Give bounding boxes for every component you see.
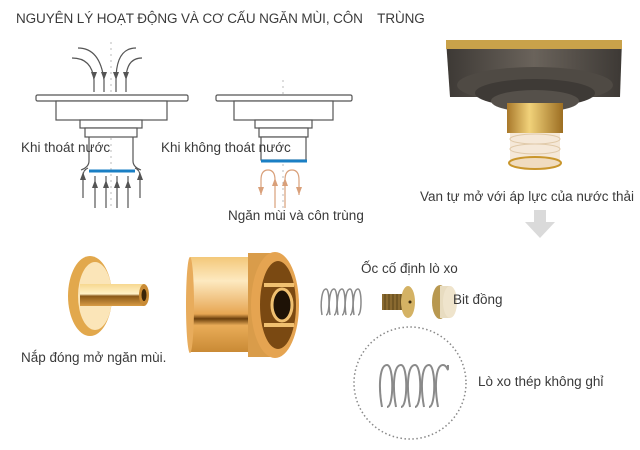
spring-label: Lò xo thép không ghỉ — [478, 374, 604, 389]
valve-caption: Van tự mở với áp lực của nước thải — [420, 189, 634, 204]
copper-plug-part — [432, 285, 457, 319]
stainless-spring-part — [353, 326, 467, 440]
odor-cap-part — [68, 256, 149, 336]
drain-diagram-closed — [215, 80, 353, 220]
down-arrow-icon — [525, 210, 555, 238]
small-spring-part — [320, 288, 362, 316]
floor-drain-photo — [446, 40, 622, 170]
odor-insect-block-label: Ngăn mùi và côn trùng — [228, 208, 364, 223]
draining-label: Khi thoát nước — [21, 140, 111, 155]
spring-screw-part — [382, 286, 415, 318]
drain-diagram-open — [35, 42, 189, 210]
screw-label: Ốc cố định lò xo — [361, 261, 458, 276]
cap-label: Nắp đóng mở ngăn mùi. — [21, 350, 167, 365]
valve-housing-part — [186, 252, 299, 358]
not-draining-label: Khi không thoát nước — [161, 140, 291, 155]
copper-plug-label: Bit đồng — [453, 292, 503, 307]
page-title: NGUYÊN LÝ HOẠT ĐỘNG VÀ CƠ CẤU NGĂN MÙI, … — [16, 11, 425, 26]
